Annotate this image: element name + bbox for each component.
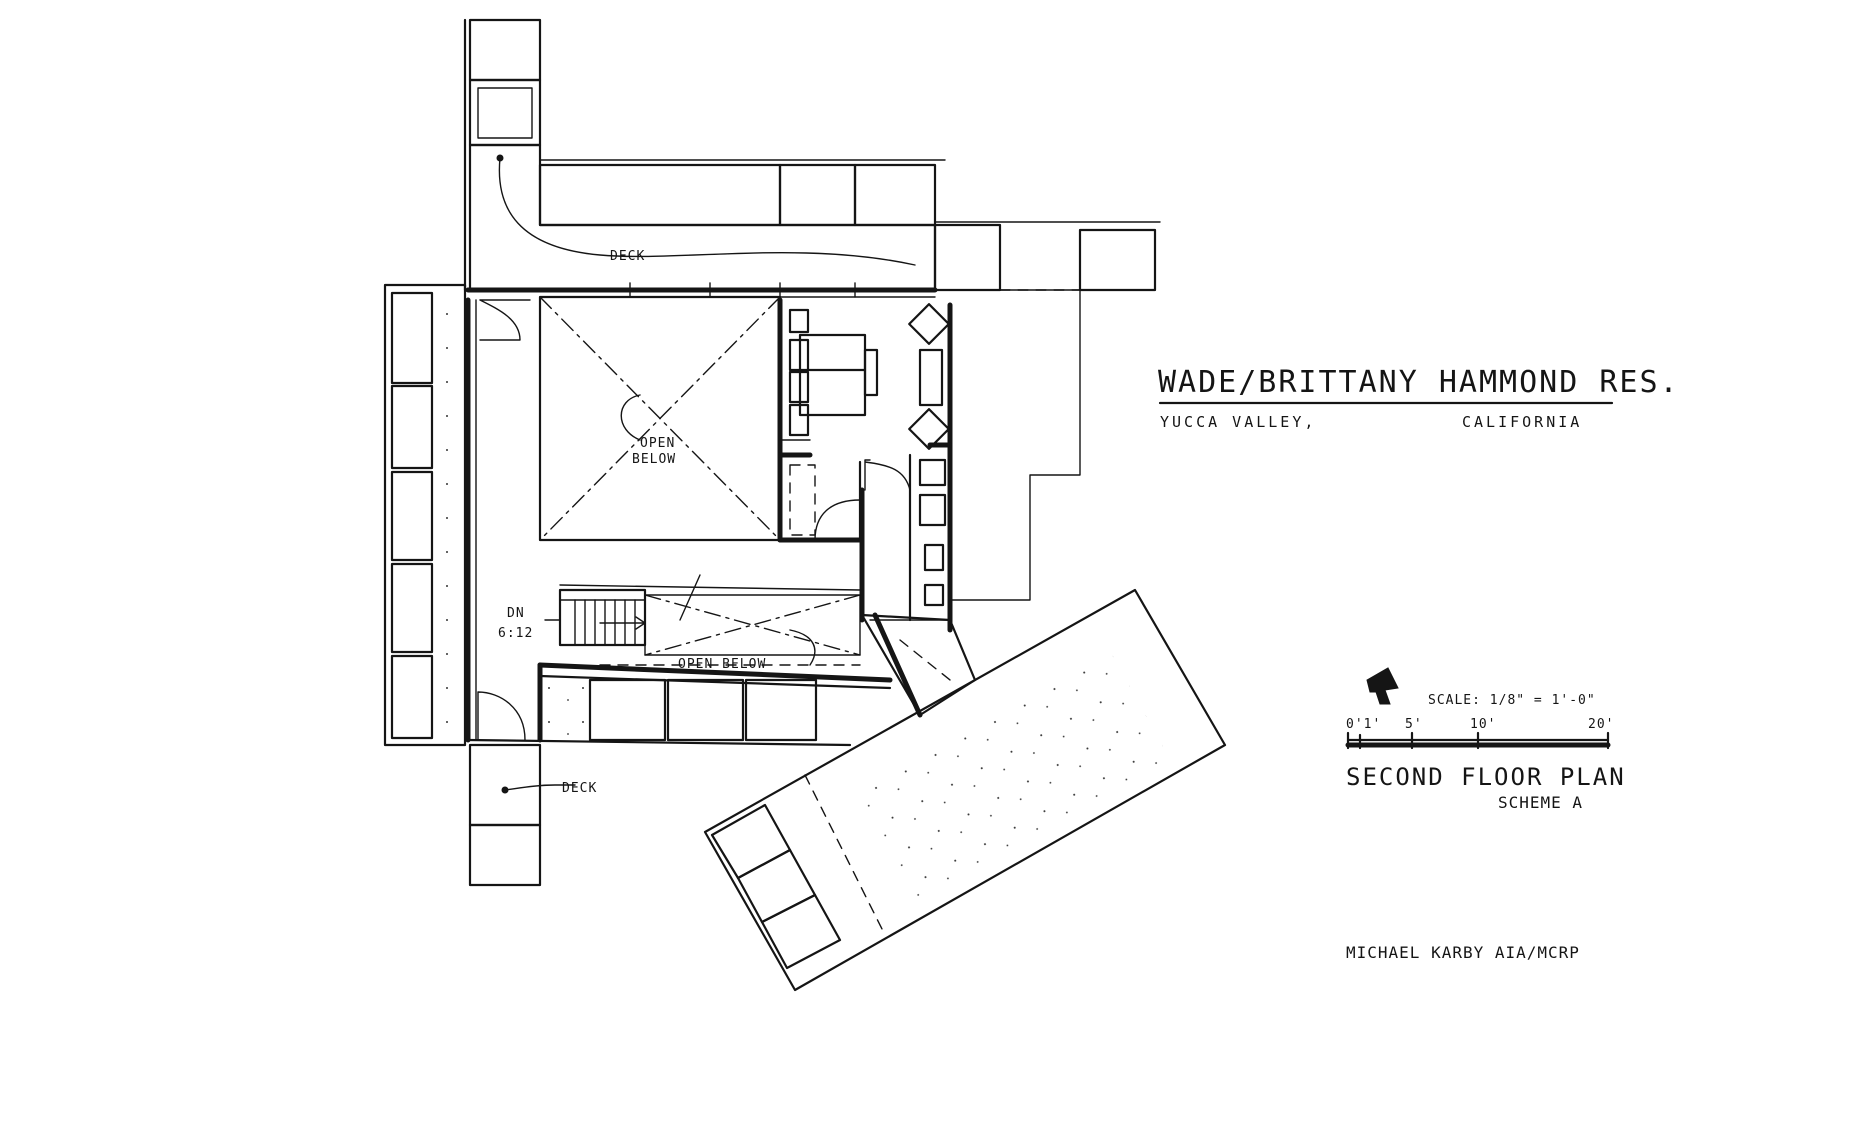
angled-vestibule (860, 612, 977, 718)
scale-tick-0: 0'1' (1346, 717, 1381, 732)
stair (558, 584, 861, 647)
plan-title: SECOND FLOOR PLAN (1346, 763, 1626, 791)
master-bedroom (777, 297, 879, 543)
stair-dn-label: DN (507, 606, 525, 621)
project-state: CALIFORNIA (1462, 413, 1582, 431)
northeast-boxes (933, 221, 1161, 292)
open-below-label-2: OPEN BELOW (678, 657, 766, 672)
south-deck (468, 743, 576, 887)
north-planter-column (463, 18, 542, 292)
open-below-atrium (538, 295, 782, 542)
scale-label: SCALE: 1/8" = 1'-0" (1428, 693, 1596, 708)
master-bath (859, 302, 953, 633)
west-exterior-wall (465, 297, 531, 743)
open-below-label-1a: OPEN (640, 436, 675, 451)
deck-label-top: DECK (610, 249, 645, 264)
architect-name: MICHAEL KARBY AIA/MCRP (1346, 943, 1580, 962)
west-windows (383, 283, 467, 747)
east-deck (949, 289, 1081, 601)
north-windows (538, 159, 946, 227)
south-wall (466, 662, 893, 747)
scale-tick-5: 5' (1405, 717, 1423, 732)
plan-subtitle: SCHEME A (1498, 793, 1583, 812)
scale-block: SCALE: 1/8" = 1'-0" 0'1' 5' 10' 20' (1345, 667, 1614, 750)
stair-slope-label: 6:12 (498, 626, 533, 641)
north-arrow-icon (1366, 667, 1399, 705)
north-wall (465, 282, 938, 298)
open-below-label-1b: BELOW (632, 452, 676, 467)
southeast-wing (703, 588, 1227, 992)
project-title: WADE/BRITTANY HAMMOND RES. (1158, 365, 1680, 400)
scale-tick-10: 10' (1470, 717, 1496, 732)
deck-label-bottom: DECK (562, 781, 597, 796)
open-below-stair (599, 574, 861, 666)
title-block: WADE/BRITTANY HAMMOND RES. YUCCA VALLEY,… (1158, 365, 1680, 431)
project-city: YUCCA VALLEY, (1160, 413, 1316, 431)
scale-tick-20: 20' (1588, 717, 1614, 732)
plan-title-block: SECOND FLOOR PLAN SCHEME A (1346, 763, 1626, 812)
